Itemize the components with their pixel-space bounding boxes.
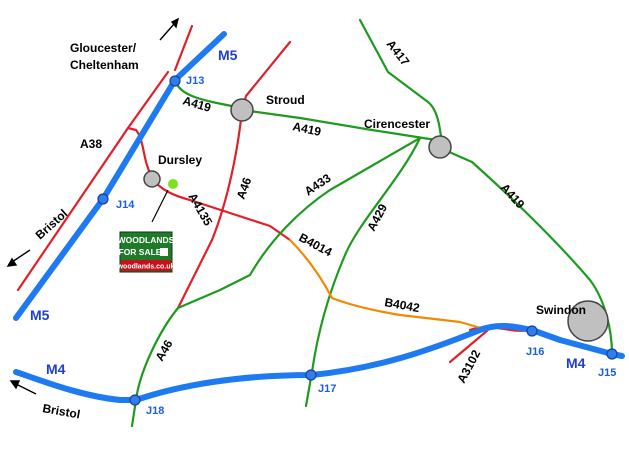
dursley-town-marker xyxy=(143,170,161,188)
woodland-location-marker[interactable] xyxy=(168,179,178,189)
m4-right-label: M4 xyxy=(566,355,586,371)
junction-j17-marker xyxy=(305,369,317,381)
sign-tree-icon xyxy=(160,248,168,256)
gloucester-label-line2: Cheltenham xyxy=(70,58,139,72)
arrow-bristol-sw-head-icon xyxy=(6,257,18,267)
red-roads xyxy=(16,24,532,364)
orange-roads xyxy=(288,238,490,332)
j14-label: J14 xyxy=(116,199,135,211)
a419-stroud-j13-road xyxy=(173,24,194,72)
j13-label: J13 xyxy=(186,75,204,87)
a419-mid-label: A419 xyxy=(291,119,322,139)
j17-label: J17 xyxy=(318,383,336,395)
junction-j16-marker xyxy=(526,325,538,337)
sign-line1: WOODLANDS xyxy=(118,235,175,245)
a4135-label: A4135 xyxy=(185,191,215,229)
a429-road xyxy=(304,136,422,408)
arrow-bristol-w-head-icon xyxy=(9,380,21,390)
junction-j15-marker xyxy=(606,348,618,360)
swindon-town-marker xyxy=(567,300,609,342)
a419-stroud-cirencester-road xyxy=(240,108,438,142)
b4014-road xyxy=(288,238,334,300)
a46-north-label: A46 xyxy=(234,175,255,201)
cirencester-town-marker xyxy=(428,135,452,159)
sign-line3: woodlands.co.uk xyxy=(117,264,175,271)
a417-label: A417 xyxy=(384,37,413,68)
sign-pointer-line xyxy=(151,189,169,223)
cirencester-label: Cirencester xyxy=(364,117,430,131)
sign-line2: FOR SALE xyxy=(119,247,162,257)
woodlands-for-sale-sign[interactable]: WOODLANDS FOR SALE woodlands.co.uk xyxy=(117,231,175,273)
a3102-label: A3102 xyxy=(454,347,483,385)
arrow-bristol-sw-icon xyxy=(11,249,31,263)
a3102-road xyxy=(448,328,490,364)
a419-stroud-label: A419 xyxy=(181,93,213,114)
m5-bottom-label: M5 xyxy=(30,307,50,323)
arrow-gloucester-icon xyxy=(159,23,175,41)
gloucester-label-line1: Gloucester/ xyxy=(70,41,137,55)
a419-cirencester-swindon-road xyxy=(438,146,614,356)
junction-j13-marker xyxy=(169,75,181,87)
swindon-label: Swindon xyxy=(536,303,586,317)
a433-road xyxy=(176,136,422,310)
direction-arrows xyxy=(6,17,180,395)
junctions xyxy=(97,75,618,406)
j16-label: J16 xyxy=(526,346,544,358)
bristol-sw-label: Bristol xyxy=(33,206,71,242)
stroud-label: Stroud xyxy=(266,93,305,107)
stroud-town-marker xyxy=(230,98,254,122)
a419-east-label: A419 xyxy=(498,181,528,212)
towns xyxy=(143,98,609,342)
b4042-road xyxy=(330,296,490,332)
b4042-label: B4042 xyxy=(383,295,421,315)
junction-j18-marker xyxy=(129,394,141,406)
a38-link-east xyxy=(126,126,138,132)
arrow-bristol-w-icon xyxy=(15,383,37,395)
m5-top-label: M5 xyxy=(218,47,238,63)
a433-label: A433 xyxy=(302,171,334,199)
m5-motorway xyxy=(13,31,227,321)
junction-j14-marker xyxy=(97,193,109,205)
dursley-label: Dursley xyxy=(158,153,202,167)
a38-label: A38 xyxy=(80,137,102,151)
m4-left-label: M4 xyxy=(46,361,66,377)
arrow-gloucester-head-icon xyxy=(170,17,180,29)
j18-label: J18 xyxy=(146,405,164,417)
j15-label: J15 xyxy=(598,367,616,379)
bristol-w-label: Bristol xyxy=(41,401,81,421)
sign-url-band xyxy=(121,260,171,271)
